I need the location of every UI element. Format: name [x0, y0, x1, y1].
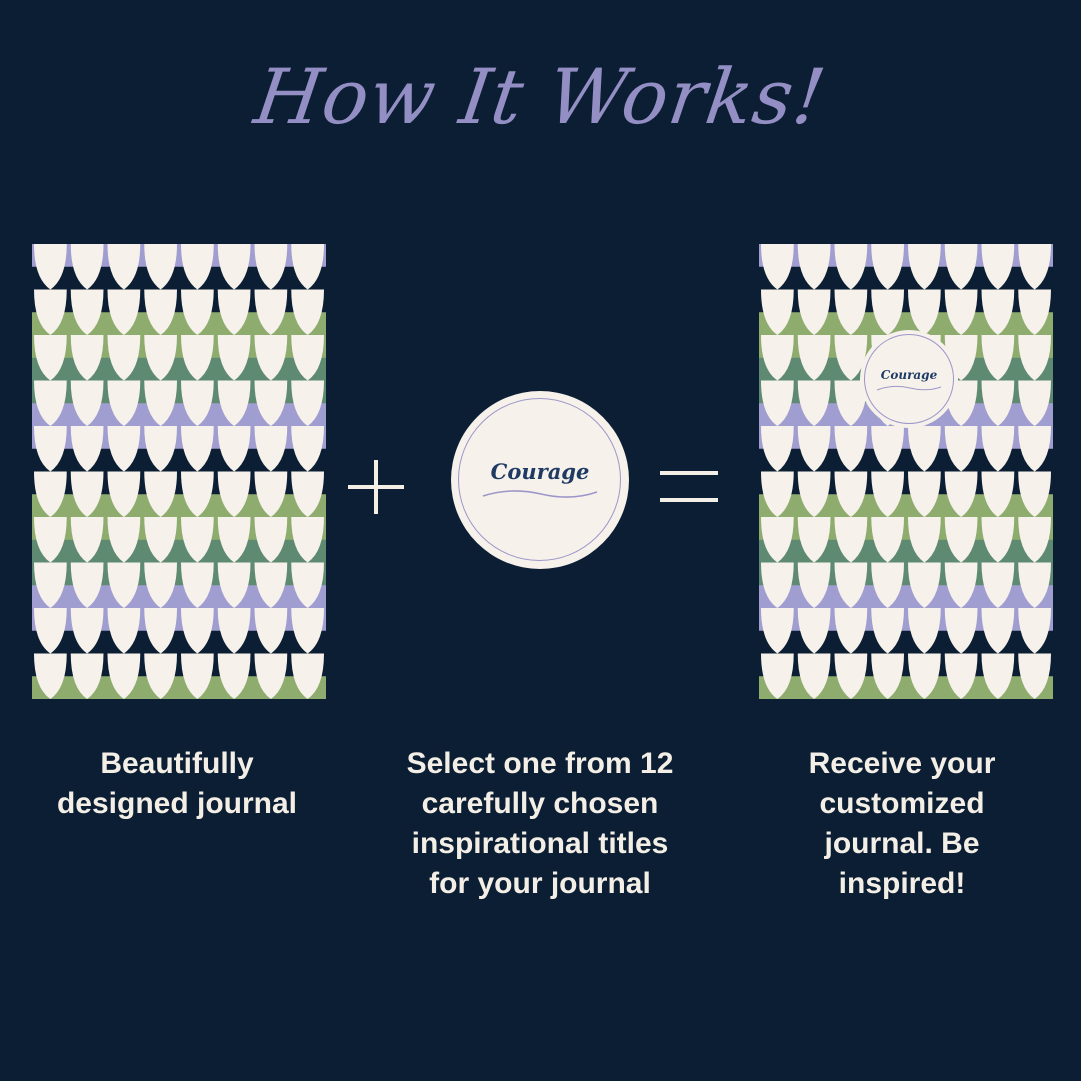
badge-title: Courage: [490, 459, 590, 484]
plus-sign-vertical: [374, 460, 378, 514]
badge-swash: [876, 385, 942, 391]
badge-title: Courage: [880, 368, 938, 382]
step-2-caption: Select one from 12 carefully chosen insp…: [406, 747, 674, 900]
badge-swash: [482, 490, 598, 498]
title-badge: Courage: [451, 391, 629, 569]
page-title: How It Works!: [249, 52, 832, 141]
journal-cover-plain: [32, 244, 326, 699]
equals-sign: [660, 471, 718, 475]
journal-cover-customized: [759, 244, 1053, 699]
step-1-caption: Beautifully designed journal: [56, 747, 298, 820]
title-badge-on-journal: Courage: [860, 330, 958, 428]
equals-sign-lower: [660, 498, 718, 502]
badge-ring: [458, 398, 621, 561]
badge-ring: [864, 334, 954, 424]
step-3-caption: Receive your customized journal. Be insp…: [808, 747, 996, 900]
